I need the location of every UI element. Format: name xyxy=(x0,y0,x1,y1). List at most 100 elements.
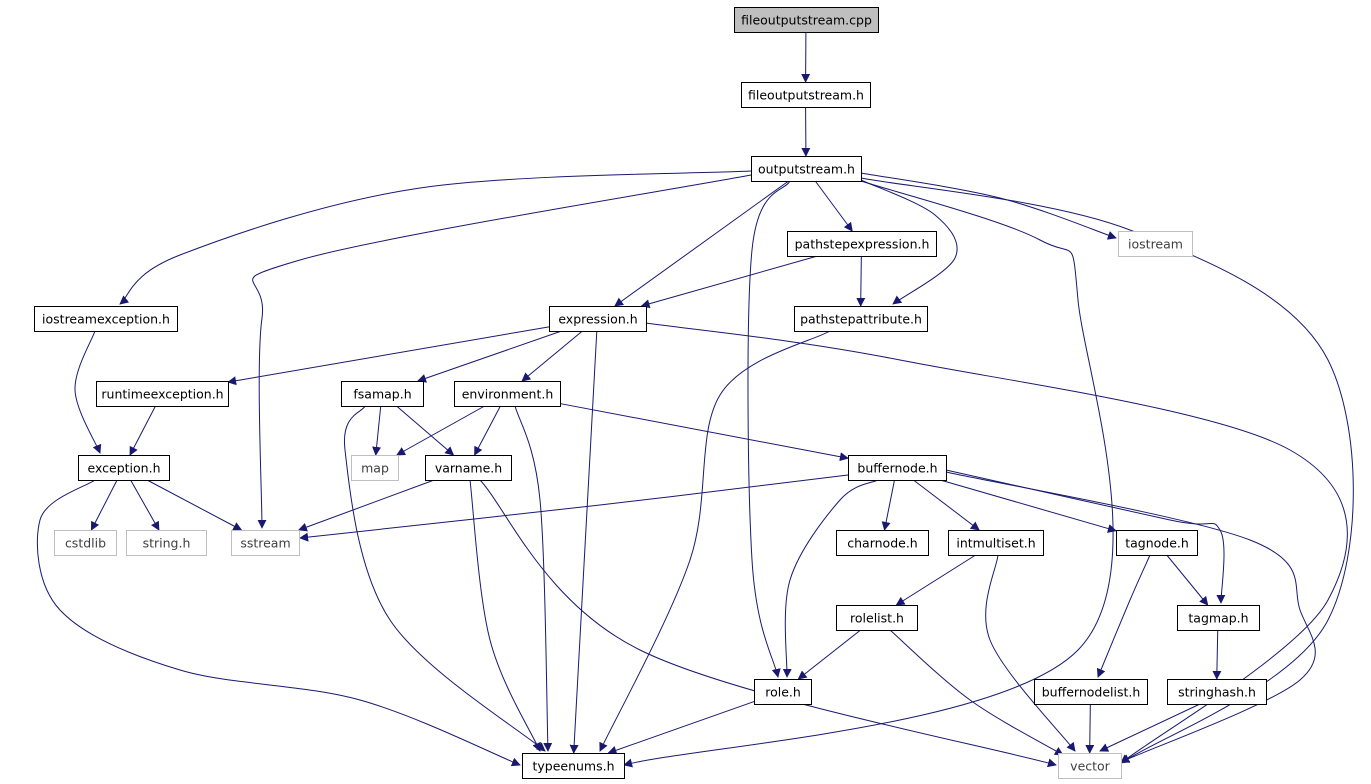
edge-tagnode-h-to-buffernodelist-h xyxy=(1096,554,1151,678)
node-label: stringhash.h xyxy=(1178,685,1256,700)
node-map: map xyxy=(351,455,399,481)
node-label: fileoutputstream.h xyxy=(748,88,864,103)
node-typeenums-h[interactable]: typeenums.h xyxy=(522,753,625,779)
node-label: typeenums.h xyxy=(532,759,614,774)
node-box xyxy=(751,156,862,182)
node-varname-h[interactable]: varname.h xyxy=(425,455,512,481)
edge-buffernode-h-to-tagnode-h xyxy=(940,479,1117,533)
node-label: varname.h xyxy=(435,461,502,476)
node-box xyxy=(848,455,947,481)
edge-expression-h-to-typeenums-h xyxy=(569,330,598,754)
edge-exception-h-to-typeenums-h xyxy=(36,479,521,767)
node-exception-h[interactable]: exception.h xyxy=(78,455,170,481)
node-outputstream-h[interactable]: outputstream.h xyxy=(751,156,862,182)
node-box xyxy=(1167,679,1267,705)
node-fileoutputstream-cpp[interactable]: fileoutputstream.cpp xyxy=(734,7,879,33)
edge-buffernode-h-to-intmultiset-h xyxy=(913,479,980,531)
node-fsamap-h[interactable]: fsamap.h xyxy=(341,381,424,407)
node-label: tagmap.h xyxy=(1188,611,1248,626)
node-box xyxy=(96,381,229,407)
edge-intmultiset-h-to-rolelist-h xyxy=(895,554,976,606)
edge-intmultiset-h-to-vector xyxy=(985,554,1076,752)
edge-outputstream-h-to-expression-h xyxy=(614,180,789,307)
node-box xyxy=(425,455,512,481)
node-box xyxy=(34,306,178,332)
edge-role-h-to-typeenums-h xyxy=(607,701,755,755)
edge-varname-h-to-sstream xyxy=(297,479,435,532)
edge-stringhash-h-to-vector xyxy=(1099,703,1201,752)
node-stringhash-h[interactable]: stringhash.h xyxy=(1167,679,1267,705)
node-label: string.h xyxy=(143,536,191,551)
node-box xyxy=(741,82,871,108)
node-pathstepattribute-h[interactable]: pathstepattribute.h xyxy=(794,306,928,332)
node-string-h: string.h xyxy=(126,530,207,556)
node-box xyxy=(54,530,117,556)
node-rolelist-h[interactable]: rolelist.h xyxy=(836,605,918,631)
node-runtimeexception-h[interactable]: runtimeexception.h xyxy=(96,381,229,407)
node-label: runtimeexception.h xyxy=(101,387,223,402)
node-intmultiset-h[interactable]: intmultiset.h xyxy=(948,530,1044,556)
edge-exception-h-to-sstream xyxy=(146,479,243,531)
node-label: sstream xyxy=(240,536,290,551)
edge-pathstepattribute-h-to-typeenums-h xyxy=(599,330,831,752)
node-pathstepexpression-h[interactable]: pathstepexpression.h xyxy=(787,231,937,257)
edge-tagmap-h-to-stringhash-h xyxy=(1212,629,1222,680)
node-label: buffernode.h xyxy=(857,461,937,476)
node-box xyxy=(1034,679,1148,705)
edge-outputstream-h-to-iostreamexception-h xyxy=(119,170,752,305)
edge-buffernode-h-to-vector xyxy=(945,471,1316,763)
node-box xyxy=(754,679,812,705)
node-expression-h[interactable]: expression.h xyxy=(549,306,647,332)
node-box xyxy=(734,7,879,33)
node-label: buffernodelist.h xyxy=(1042,685,1141,700)
edge-pathstepexpression-h-to-expression-h xyxy=(640,255,818,309)
node-tagmap-h[interactable]: tagmap.h xyxy=(1177,605,1260,631)
node-buffernodelist-h[interactable]: buffernodelist.h xyxy=(1034,679,1148,705)
node-box xyxy=(126,530,207,556)
node-iostreamexception-h[interactable]: iostreamexception.h xyxy=(34,306,178,332)
node-tagnode-h[interactable]: tagnode.h xyxy=(1116,530,1198,556)
node-box xyxy=(522,753,625,779)
node-box xyxy=(78,455,170,481)
node-label: expression.h xyxy=(558,312,637,327)
node-vector: vector xyxy=(1058,753,1122,779)
edge-environment-h-to-typeenums-h xyxy=(514,405,553,752)
edge-exception-h-to-cstdlib xyxy=(90,479,118,531)
edge-environment-h-to-map xyxy=(396,405,485,456)
edge-runtimeexception-h-to-exception-h xyxy=(129,405,156,456)
edge-outputstream-h-to-typeenums-h xyxy=(623,180,1114,768)
node-label: tagnode.h xyxy=(1125,536,1189,551)
node-box xyxy=(231,530,300,556)
node-environment-h[interactable]: environment.h xyxy=(454,381,561,407)
node-label: pathstepexpression.h xyxy=(795,237,930,252)
edge-varname-h-to-typeenums-h xyxy=(469,479,541,752)
node-fileoutputstream-h[interactable]: fileoutputstream.h xyxy=(741,82,871,108)
edge-buffernode-h-to-role-h xyxy=(782,479,879,678)
node-label: environment.h xyxy=(462,387,554,402)
node-box xyxy=(341,381,424,407)
edge-expression-h-to-runtimeexception-h xyxy=(227,326,550,386)
node-label: fileoutputstream.cpp xyxy=(741,13,872,28)
edge-fsamap-h-to-map xyxy=(372,405,382,456)
edge-environment-h-to-varname-h xyxy=(474,405,501,456)
edge-buffernode-h-to-sstream xyxy=(299,474,849,542)
node-charnode-h[interactable]: charnode.h xyxy=(836,530,929,556)
node-iostream: iostream xyxy=(1118,231,1193,257)
node-label: map xyxy=(361,461,389,476)
edge-fsamap-h-to-varname-h xyxy=(396,405,455,456)
edge-outputstream-h-to-pathstepexpression-h xyxy=(814,180,853,232)
node-sstream: sstream xyxy=(231,530,300,556)
edge-exception-h-to-string-h xyxy=(130,479,160,531)
edge-tagnode-h-to-tagmap-h xyxy=(1166,554,1209,606)
node-label: exception.h xyxy=(88,461,161,476)
node-box xyxy=(351,455,399,481)
edge-environment-h-to-buffernode-h xyxy=(559,403,849,462)
node-role-h[interactable]: role.h xyxy=(754,679,812,705)
node-buffernode-h[interactable]: buffernode.h xyxy=(848,455,947,481)
edge-outputstream-h-to-iostream xyxy=(860,172,1117,240)
edge-buffernode-h-to-charnode-h xyxy=(881,479,895,531)
node-label: pathstepattribute.h xyxy=(800,312,922,327)
node-box xyxy=(1177,605,1260,631)
node-box xyxy=(549,306,647,332)
